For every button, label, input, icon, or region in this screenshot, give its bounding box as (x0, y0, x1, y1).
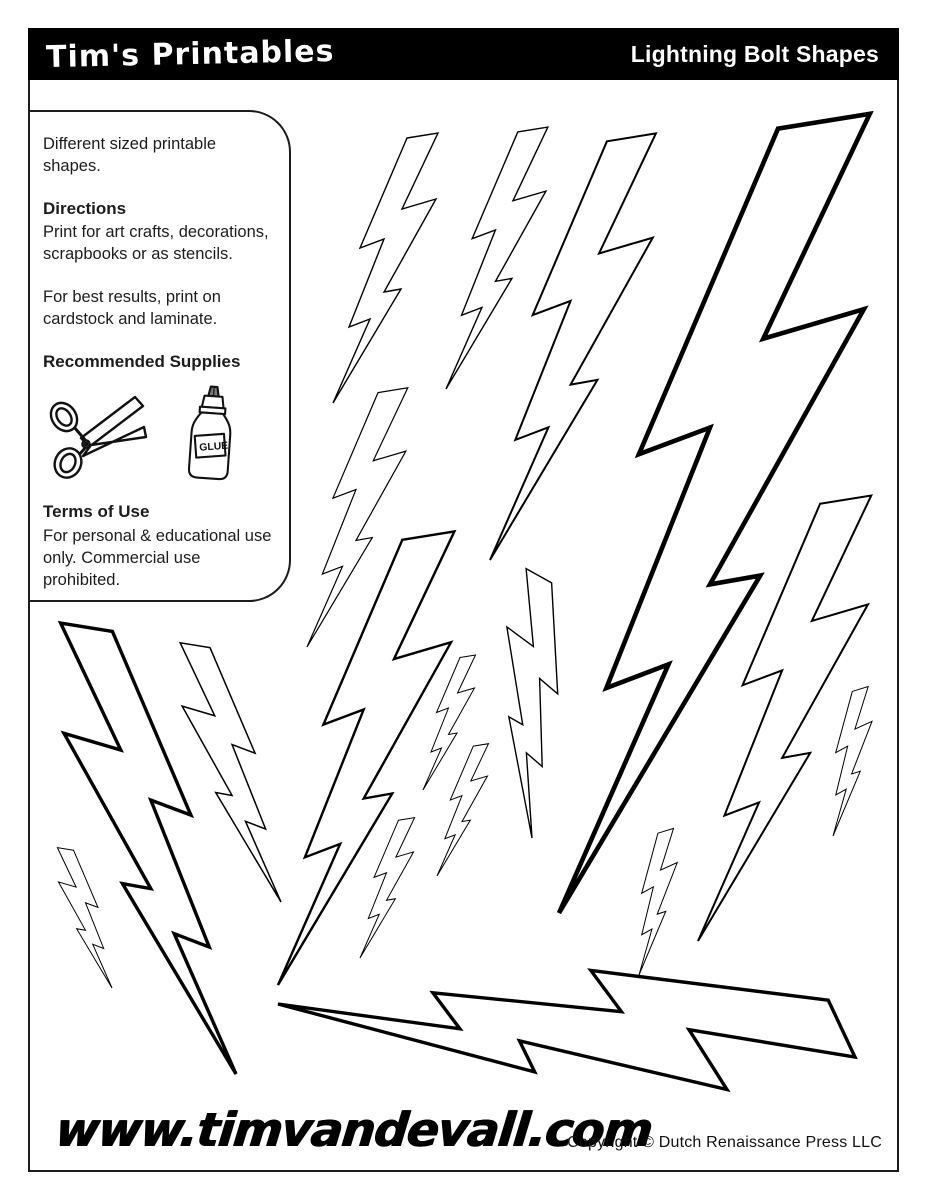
lightning-bolt-center-medium (278, 531, 454, 985)
lightning-bolt-small-4 (619, 828, 693, 975)
website-url: www.timvandevall.com (53, 1103, 655, 1158)
header-bar: Tim's Printables Lightning Bolt Shapes (28, 28, 899, 80)
lightning-bolt-top-1 (333, 133, 438, 403)
lightning-bolt-center-flipped (440, 569, 618, 838)
lightning-bolt-top-2 (446, 127, 548, 389)
lightning-bolt-top-3 (490, 133, 656, 560)
lightning-bolt-mid-left (307, 388, 408, 647)
print-tip-text: For best results, print on cardstock and… (43, 288, 221, 329)
terms-heading: Terms of Use (43, 502, 150, 522)
directions-text: Print for art crafts, decorations, scrap… (43, 223, 269, 264)
lightning-bolt-bottom-horizontal (278, 855, 855, 1200)
site-logo: Tim's Printables (45, 33, 335, 75)
terms-text: For personal & educational use only. Com… (43, 526, 272, 589)
lightning-bolt-small-2 (437, 744, 488, 876)
scissors-icon (49, 396, 148, 480)
directions-heading: Directions (43, 198, 127, 218)
copyright-text: Copyright © Dutch Renaissance Press LLC (567, 1134, 882, 1151)
lightning-bolt-big-right (559, 114, 870, 913)
supplies-heading: Recommended Supplies (43, 352, 241, 372)
supplies-icons: GLUE (47, 382, 275, 482)
lightning-bolt-small-right (813, 687, 888, 836)
lightning-bolt-left-big (61, 623, 236, 1074)
lightning-bolt-small-left (57, 848, 112, 988)
lightning-bolt-small-3 (360, 818, 415, 958)
info-box: Different sized printable shapes. Direct… (28, 110, 291, 602)
lightning-bolt-right-medium (698, 495, 871, 941)
page-title: Lightning Bolt Shapes (630, 40, 879, 67)
lightning-bolt-small-1 (423, 655, 476, 790)
intro-text: Different sized printable shapes. (43, 135, 217, 175)
lightning-bolt-left-thin (180, 643, 281, 902)
glue-bottle-icon: GLUE (187, 385, 232, 481)
glue-label-text: GLUE (199, 441, 229, 454)
